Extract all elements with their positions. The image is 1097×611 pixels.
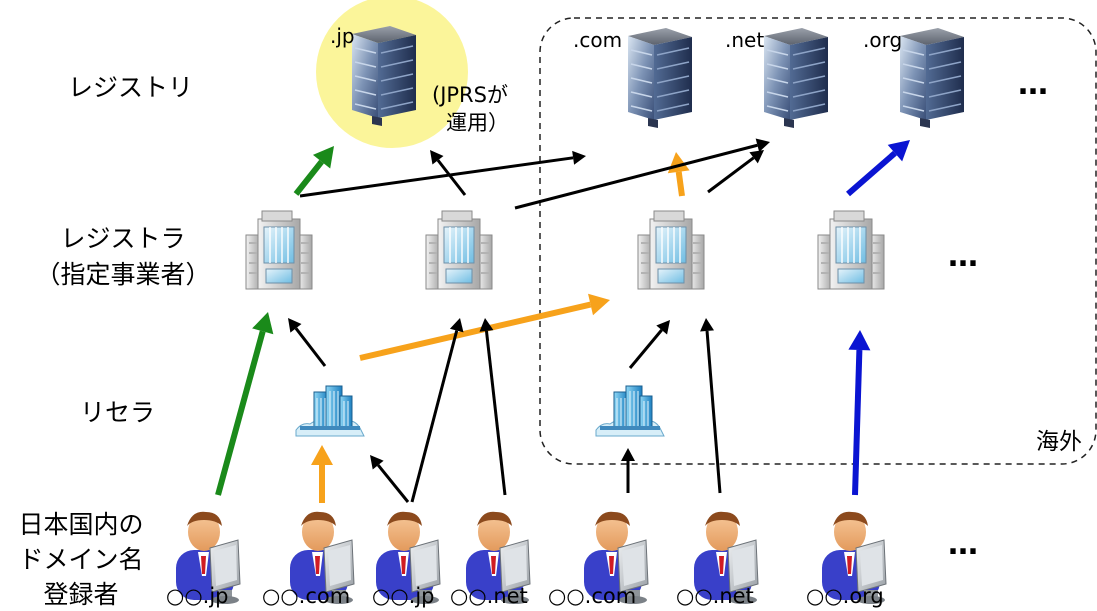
jprs-note-line1: (JPRSが: [432, 83, 508, 107]
registrant-domain-4: ○○.net: [450, 584, 528, 608]
arrow-reseller-to-overseas-registrar-shaft: [359, 301, 592, 361]
arrow-registrar3-to-net-registry-shaft: [707, 156, 755, 194]
arrow-com-registrant-to-reseller-head: [311, 445, 333, 465]
registrar-building-icon-4: [817, 210, 885, 290]
registrar-row-label-line1: レジストラ: [60, 224, 186, 253]
registrant-domain-1: ○○.jp: [166, 584, 229, 608]
arrow-org-registrant-to-registrar-shaft: [852, 349, 863, 496]
arrow-registrant6-to-registrar3-shaft: [705, 330, 722, 494]
registry-label-net: .net: [725, 28, 765, 52]
registry-org-building-icon: [899, 27, 965, 129]
registrant-domain-6: ○○.net: [676, 584, 754, 608]
arrow-registrant6-to-registrar3: [700, 318, 722, 494]
registry-net-building-icon: [763, 27, 829, 129]
overseas-label: 海外: [1036, 429, 1082, 455]
arrow-registrant4-to-registrar2: [479, 318, 507, 496]
arrow-registrar2-to-jp-registry-shaft: [436, 159, 467, 196]
arrow-org-registrar-to-registry-head: [887, 140, 910, 162]
arrow-jp-registrant-to-registrar: [215, 312, 274, 496]
arrow-registrar1-to-com-registry-shaft: [299, 156, 574, 198]
registrar-row-label-line2: （指定事業者）: [35, 260, 211, 289]
arrow-reseller2-to-registrar3-shaft: [628, 329, 663, 369]
arrow-registrant3-to-registrar2-shaft: [410, 330, 459, 503]
arrow-registrant6-to-registrar3-head: [700, 318, 715, 332]
arrow-registrar3-to-net-registry: [707, 150, 764, 194]
arrow-reseller-to-overseas-registrar: [359, 293, 610, 361]
arrow-reseller-to-overseas-registrar-head: [588, 293, 610, 316]
registry-label-org: .org: [863, 28, 903, 52]
arrow-reseller2-to-registrar3: [628, 320, 670, 369]
arrow-org-registrar-to-registry: [846, 140, 910, 197]
arrow-registrar2-to-net-registry-head: [755, 138, 770, 153]
arrow-layer: [215, 138, 910, 503]
registry-row-label: レジストリ: [68, 73, 194, 102]
reseller-row-label: リセラ: [80, 398, 156, 427]
arrow-registrant4-to-registrar2-head: [479, 318, 494, 332]
arrow-registrar1-to-com-registry: [299, 150, 586, 198]
registry-ellipsis: …: [1018, 67, 1050, 102]
arrow-org-registrant-to-registrar-head: [848, 330, 871, 351]
registrant-domain-3: ○○.jp: [372, 584, 435, 608]
registrant-row-label-line2: ドメイン名: [18, 545, 144, 574]
registrar-building-icon-1: [245, 210, 313, 290]
arrow-registrar3-to-net-registry-head: [749, 150, 764, 164]
arrow-registrant5-to-reseller2: [621, 448, 635, 493]
jprs-note-line2: 運用）: [446, 111, 509, 135]
arrow-registrar2-to-net-registry-shaft: [514, 143, 758, 210]
arrow-registrant3-to-reseller1-shaft: [377, 464, 410, 503]
arrow-com-registrant-to-reseller: [311, 445, 333, 503]
arrow-jp-registrar-to-registry-shaft: [293, 159, 324, 196]
arrow-registrar2-to-jp-registry: [430, 150, 467, 196]
arrow-jp-registrant-to-registrar-head: [252, 312, 274, 335]
registry-jp-building-icon: [351, 25, 417, 127]
arrow-reseller1-to-registrar1-shaft: [294, 327, 327, 367]
arrow-org-registrant-to-registrar: [848, 330, 871, 496]
registrar-building-icon-2: [425, 210, 493, 290]
reseller-building-icon-1: [295, 385, 365, 437]
arrow-jp-registrar-to-registry-head: [312, 146, 334, 169]
arrow-registrant3-to-reseller1-head: [370, 455, 384, 470]
registrar-ellipsis: …: [948, 239, 980, 274]
arrow-registrant3-to-reseller1: [370, 455, 410, 503]
arrow-reseller2-to-registrar3-head: [656, 320, 670, 335]
arrow-registrar1-to-com-registry-head: [572, 150, 586, 165]
arrow-overseas-registrar-to-com-registry: [667, 152, 690, 197]
registrant-domain-7: ○○.org: [806, 584, 884, 608]
registrar-building-icon-3: [637, 210, 705, 290]
registry-com-building-icon: [627, 27, 693, 129]
arrow-overseas-registrar-to-com-registry-shaft: [675, 171, 685, 197]
arrow-reseller1-to-registrar1: [288, 318, 327, 367]
registrant-row-label-line1: 日本国内の: [18, 510, 144, 539]
registrant-ellipsis: …: [948, 527, 980, 562]
arrow-registrar2-to-jp-registry-head: [430, 150, 444, 165]
arrow-reseller1-to-registrar1-head: [288, 318, 302, 333]
arrow-registrar2-to-net-registry: [514, 138, 770, 210]
arrow-org-registrar-to-registry-shaft: [846, 150, 897, 197]
arrow-registrant3-to-registrar2-head: [449, 318, 464, 333]
arrow-jp-registrar-to-registry: [293, 146, 334, 196]
reseller-building-icon-2: [595, 385, 665, 437]
arrow-registrant3-to-registrar2: [410, 318, 464, 503]
registry-label-com: .com: [573, 28, 623, 52]
registrant-domain-2: ○○.com: [262, 584, 351, 608]
registrant-domain-5: ○○.com: [548, 584, 637, 608]
registry-label-jp: .jp: [330, 24, 355, 48]
arrow-registrant5-to-reseller2-head: [621, 448, 635, 461]
arrow-jp-registrant-to-registrar-shaft: [215, 330, 266, 496]
registrant-row-label-line3: 登録者: [43, 580, 119, 609]
overseas-region-border: [539, 17, 1097, 465]
arrow-registrant4-to-registrar2-shaft: [484, 330, 507, 496]
